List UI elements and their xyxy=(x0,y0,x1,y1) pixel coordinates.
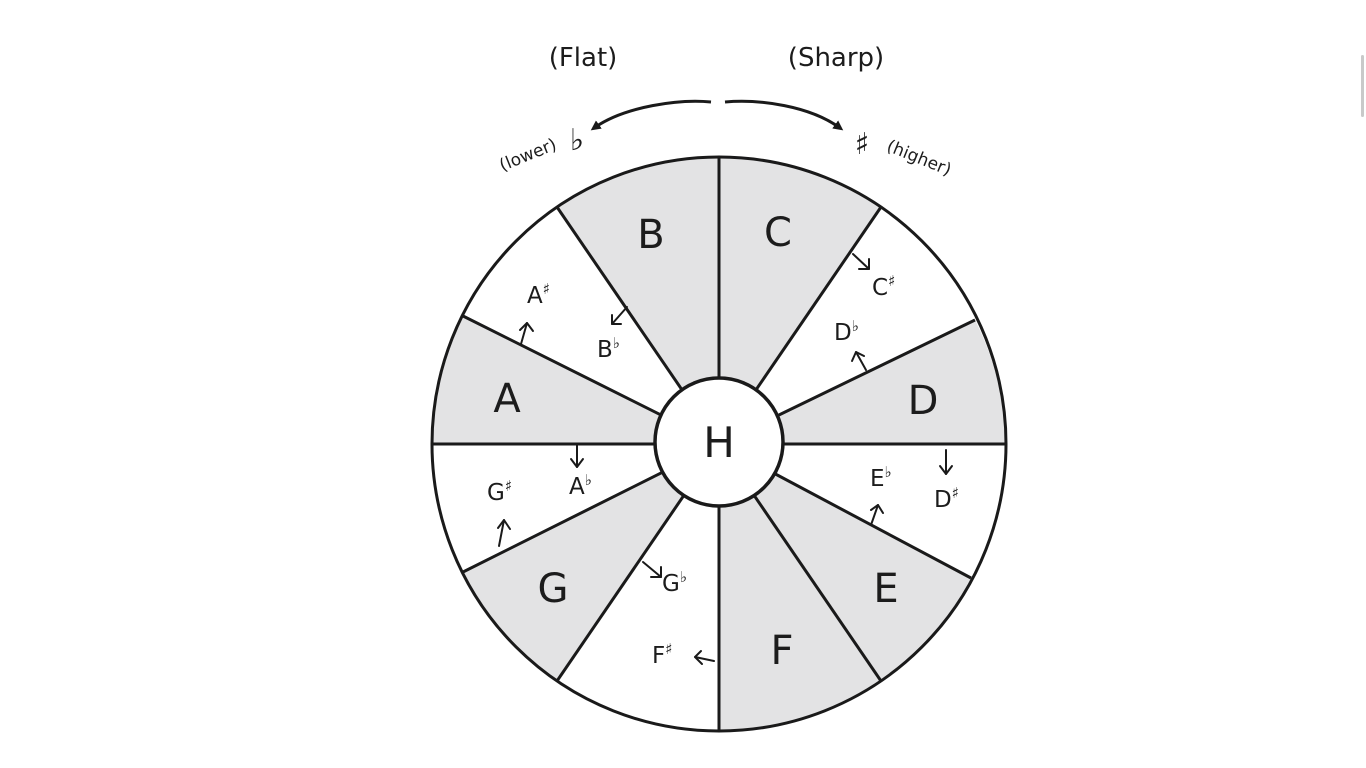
sector-c xyxy=(719,156,881,444)
sector-fs-gb xyxy=(557,444,719,731)
sector-g xyxy=(463,444,719,681)
note-f-sharp: F♯ xyxy=(652,640,673,669)
note-a-sharp: A♯ xyxy=(527,280,550,309)
center-hub xyxy=(653,376,785,508)
sector-d xyxy=(719,320,1006,444)
wheel-outline xyxy=(430,155,1008,733)
center-label: H xyxy=(703,418,735,467)
note-a-flat: A♭ xyxy=(569,471,592,500)
accidental-labels: C♯ D♭ E♭ D♯ G♭ F♯ G♯ A♭ A♯ B♭ xyxy=(487,272,959,669)
sharp-direction-arrow-icon xyxy=(724,99,844,131)
arrow-to-a-sharp-icon xyxy=(519,322,534,345)
flat-title: (Flat) xyxy=(549,43,618,73)
wheel-sectors xyxy=(432,156,1006,731)
sector-ds-eb xyxy=(719,444,1006,578)
sector-e xyxy=(719,444,971,681)
flat-direction-arrow-icon xyxy=(590,99,712,131)
natural-labels: B C D E F G A xyxy=(493,210,938,674)
note-c-sharp: C♯ xyxy=(872,272,895,301)
note-e: E xyxy=(873,566,898,612)
arrow-to-g-sharp-icon xyxy=(497,519,511,547)
note-g: G xyxy=(538,566,569,612)
scrollbar[interactable] xyxy=(1361,55,1364,117)
arrow-to-f-sharp-icon xyxy=(694,650,715,665)
sharp-symbol-icon: ♯ xyxy=(855,127,870,162)
arrow-to-d-sharp-icon xyxy=(939,449,953,475)
sector-a xyxy=(432,316,719,444)
note-g-flat: G♭ xyxy=(662,568,687,597)
note-f: F xyxy=(770,628,793,674)
note-b: B xyxy=(637,212,664,258)
sector-gs-ab xyxy=(432,444,719,572)
note-a: A xyxy=(493,376,521,422)
note-c: C xyxy=(764,210,792,256)
flat-symbol-icon: ♭ xyxy=(570,123,584,158)
sector-b xyxy=(557,156,719,444)
pitch-arrows xyxy=(497,253,953,665)
note-d-sharp: D♯ xyxy=(934,484,959,513)
sector-cs-db xyxy=(719,207,975,444)
note-e-flat: E♭ xyxy=(870,463,892,492)
arrow-to-d-flat-icon xyxy=(851,351,867,371)
sharp-title: (Sharp) xyxy=(788,43,884,73)
arrow-to-b-flat-icon xyxy=(611,306,628,325)
arrow-to-g-flat-icon xyxy=(642,561,662,578)
higher-caption: (higher) xyxy=(884,136,954,180)
arrow-to-c-sharp-icon xyxy=(852,253,870,270)
sector-f xyxy=(719,444,881,731)
note-g-sharp: G♯ xyxy=(487,477,512,506)
note-b-flat: B♭ xyxy=(597,334,620,363)
lower-caption: (lower) xyxy=(497,135,560,176)
arrow-to-e-flat-icon xyxy=(870,504,884,526)
note-d-flat: D♭ xyxy=(834,317,859,346)
note-d: D xyxy=(908,378,939,424)
arrow-to-a-flat-icon xyxy=(570,443,584,468)
sector-as-bb xyxy=(463,207,719,444)
